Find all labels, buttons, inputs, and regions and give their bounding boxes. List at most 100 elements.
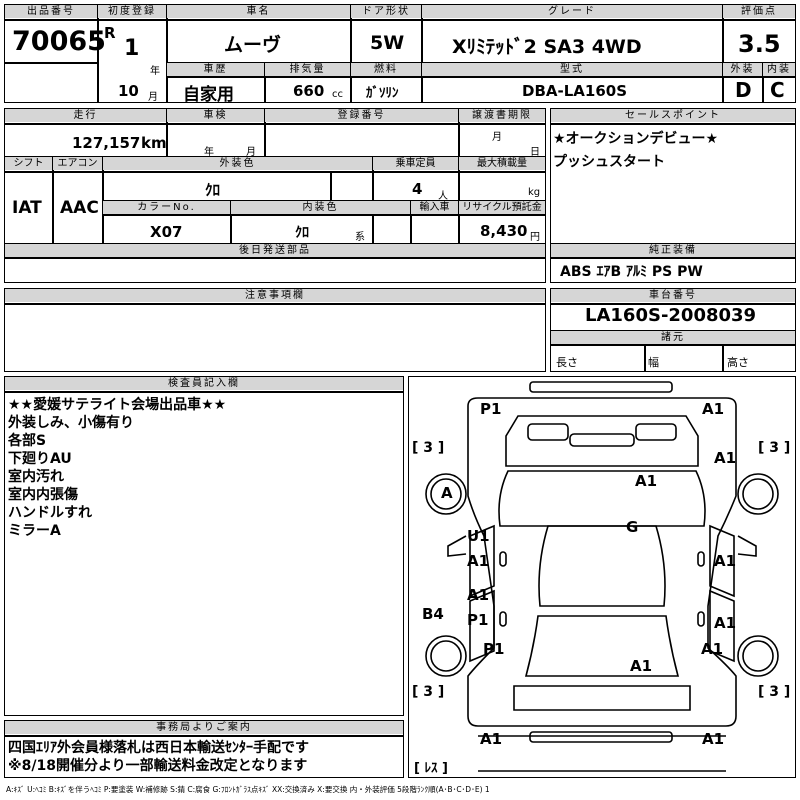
mark-a1-bottom-left: A1 bbox=[480, 730, 503, 748]
mark-p1-left-door-2: P1 bbox=[467, 611, 489, 629]
yunyu-label: 輸入車 bbox=[411, 201, 458, 214]
inspector-line-2: 外装しみ、小傷有り bbox=[8, 415, 134, 431]
office-label: 事務局よりご案内 bbox=[5, 721, 403, 734]
inspector-line-8: ミラーA bbox=[8, 523, 61, 539]
gaiso-label: 外装 bbox=[723, 63, 762, 76]
office-line-2: ※8/18開催分より一部輸送料金改定となります bbox=[8, 758, 308, 774]
recycle-unit: 円 bbox=[530, 232, 540, 243]
mark-bracket-3-bottom-left: [ 3 ] bbox=[412, 684, 445, 700]
shamei-value: ムーヴ bbox=[224, 34, 282, 56]
damage-diagram bbox=[408, 376, 796, 778]
mark-a1-left-door-1: A1 bbox=[467, 552, 490, 570]
junsei-value: ABS ｴｱB ｱﾙﾐ PS PW bbox=[560, 264, 703, 280]
shuppin-label: 出品番号 bbox=[5, 5, 97, 18]
month-value: 10 bbox=[118, 82, 139, 100]
sales-line-1: ★オークションデビュー★ bbox=[553, 131, 719, 147]
mark-p1-front-left: P1 bbox=[480, 400, 502, 418]
haiki-label: 排気量 bbox=[265, 63, 350, 76]
mark-bracket-3-right: [ 3 ] bbox=[758, 440, 791, 456]
nenryo-value: ｶﾞｿﾘﾝ bbox=[366, 86, 399, 101]
legend-text: A:ｷｽﾞ U:ﾍｺﾐ B:ｷｽﾞを伴うﾍｺﾐ P:要塗装 W:補修跡 S:錆 … bbox=[6, 785, 490, 794]
gojitsu-label: 後日発送部品 bbox=[5, 244, 545, 257]
month-unit: 月 bbox=[148, 92, 158, 103]
junsei-label: 純正装備 bbox=[551, 244, 795, 257]
teiin-unit: 人 bbox=[438, 191, 448, 202]
mark-res: [ ﾚｽ ] bbox=[414, 761, 448, 776]
shareki-value: 自家用 bbox=[183, 85, 234, 105]
joto-day: 日 bbox=[530, 147, 540, 158]
gaisoshoku-label: 外装色 bbox=[103, 157, 372, 170]
colorno-label: カラーNo. bbox=[103, 201, 230, 214]
katashiki-value: DBA-LA160S bbox=[522, 82, 627, 100]
mark-a1-right-rear: A1 bbox=[701, 640, 724, 658]
naiso-value: C bbox=[770, 78, 785, 102]
mark-a1-hood: A1 bbox=[635, 472, 658, 490]
sekisai-unit: kg bbox=[528, 187, 541, 198]
mark-a1-right-fender: A1 bbox=[714, 449, 737, 467]
taka-label: 高さ bbox=[727, 356, 749, 369]
naisoshoku-value: ｸﾛ bbox=[295, 225, 309, 241]
haba-label: 幅 bbox=[648, 356, 659, 369]
mark-bracket-3-bottom-right: [ 3 ] bbox=[758, 684, 791, 700]
hyoka-value: 3.5 bbox=[738, 30, 781, 58]
soko-unit: km bbox=[141, 134, 167, 152]
recycle-label: リサイクル預託金 bbox=[459, 201, 545, 214]
shodo-label: 初度登録 bbox=[98, 5, 166, 18]
mark-a1-bottom-right: A1 bbox=[702, 730, 725, 748]
mark-a-front-wheel: A bbox=[441, 484, 453, 502]
shift-label: シフト bbox=[5, 157, 52, 170]
shaken-label: 車検 bbox=[167, 109, 264, 122]
toroku-label: 登録番号 bbox=[265, 109, 458, 122]
shogen-label: 諸元 bbox=[551, 331, 795, 344]
shareki-label: 車歴 bbox=[167, 63, 264, 76]
era: R bbox=[104, 24, 116, 42]
naiso-label: 内装 bbox=[763, 63, 795, 76]
joto-month: 月 bbox=[492, 132, 502, 143]
chui-block bbox=[4, 288, 546, 372]
sales-label: セールスポイント bbox=[551, 109, 795, 122]
teiin-label: 乗車定員 bbox=[373, 157, 458, 170]
sales-line-2: プッシュスタート bbox=[553, 154, 665, 170]
inspector-label: 検査員記入欄 bbox=[5, 377, 403, 390]
office-line-1: 四国ｴﾘｱ外会員様落札は西日本輸送ｾﾝﾀｰ手配です bbox=[8, 740, 309, 756]
nenryo-label: 燃料 bbox=[351, 63, 421, 76]
chassis-label: 車台番号 bbox=[551, 289, 795, 302]
shaken-year: 年 bbox=[204, 147, 214, 158]
colorno-value: X07 bbox=[150, 223, 183, 241]
haiki-value: 660 bbox=[293, 82, 325, 100]
naga-label: 長さ bbox=[556, 356, 578, 369]
shift-value: IAT bbox=[12, 198, 42, 218]
mark-a1-right-door-2: A1 bbox=[714, 614, 737, 632]
teiin-value: 4 bbox=[412, 180, 423, 198]
inspector-line-4: 下廻りAU bbox=[8, 451, 72, 467]
mark-b4: B4 bbox=[422, 605, 444, 623]
sekisai-label: 最大積載量 bbox=[459, 157, 545, 170]
aircon-value: AAC bbox=[60, 198, 99, 218]
chui-label: 注意事項欄 bbox=[5, 289, 545, 302]
mark-a1-front-right: A1 bbox=[702, 400, 725, 418]
inspector-line-1: ★★愛媛サテライト会場出品車★★ bbox=[8, 397, 227, 413]
hyoka-label: 評価点 bbox=[723, 5, 795, 18]
inspector-line-6: 室内内張傷 bbox=[8, 487, 78, 503]
mark-u1: U1 bbox=[467, 527, 490, 545]
recycle-value: 8,430 bbox=[480, 222, 528, 240]
shamei-label: 車名 bbox=[167, 5, 350, 18]
gaisoshoku-value: ｸﾛ bbox=[205, 181, 221, 199]
chassis-value: LA160S-2008039 bbox=[585, 305, 757, 326]
mark-a1-roof: A1 bbox=[630, 657, 653, 675]
shuppin-number: 70065 bbox=[12, 26, 106, 57]
shaken-month: 月 bbox=[246, 147, 256, 158]
inspector-line-7: ハンドルすれ bbox=[8, 505, 92, 521]
soko-label: 走行 bbox=[5, 109, 166, 122]
door-value: 5W bbox=[370, 32, 405, 54]
naisoshoku-unit: 系 bbox=[355, 232, 365, 243]
naisoshoku-label: 内装色 bbox=[231, 201, 410, 214]
katashiki-label: 型式 bbox=[422, 63, 722, 76]
inspector-line-3: 各部S bbox=[8, 433, 47, 449]
mark-g-windshield: G bbox=[626, 518, 639, 536]
top-block bbox=[4, 4, 796, 103]
inspector-line-5: 室内汚れ bbox=[8, 469, 64, 485]
mark-p1-left-rear: P1 bbox=[483, 640, 505, 658]
gaiso-value: D bbox=[735, 78, 752, 102]
haiki-unit: cc bbox=[332, 89, 343, 100]
